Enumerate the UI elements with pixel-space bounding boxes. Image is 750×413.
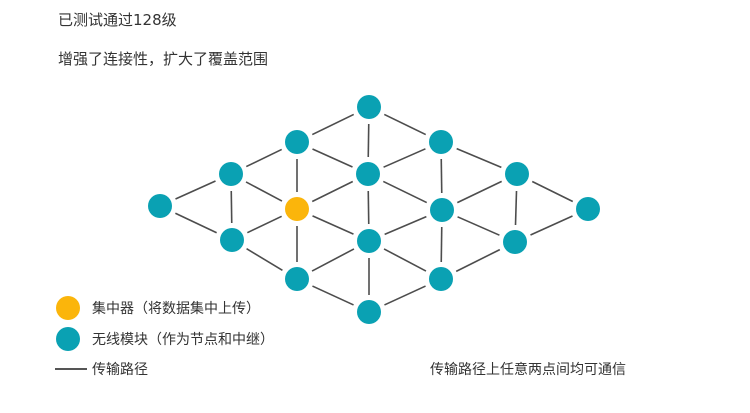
transmission-path-e1-f1 (456, 147, 502, 169)
module-node-a1 (148, 194, 172, 218)
transmission-path-c1-d2 (312, 148, 353, 168)
transmission-path-d3-e3 (383, 248, 427, 272)
network-nodes (148, 95, 600, 324)
module-node-f2 (503, 230, 527, 254)
transmission-path-d2-e2 (382, 180, 428, 204)
transmission-path-d2-e1 (383, 148, 426, 168)
module-node-d1 (357, 95, 381, 119)
module-node-d4 (357, 300, 381, 324)
transmission-path-b1-c2 (245, 181, 283, 202)
transmission-path-c1-d1 (311, 113, 355, 136)
header-line-1: 已测试通过128级 (58, 11, 177, 29)
transmission-path-c2-d2 (311, 180, 354, 203)
transmission-path-b2-c3 (246, 248, 283, 271)
transmission-path-a1-b1 (175, 180, 216, 200)
transmission-path-d4-e3 (384, 285, 426, 306)
module-node-g1 (576, 197, 600, 221)
transmission-path-a1-b2 (175, 212, 217, 234)
communication-note: 传输路径上任意两点间均可通信 (430, 362, 626, 378)
transmission-path-d3-e2 (384, 215, 427, 236)
module-node-f1 (505, 162, 529, 186)
concentrator-node-c2 (285, 197, 309, 221)
legend-module-label: 无线模块（作为节点和中继） (92, 332, 274, 348)
transmission-path-e2-f1 (456, 180, 503, 204)
transmission-path-e2-f2 (457, 216, 500, 236)
transmission-path-f1-f2 (514, 190, 518, 226)
transmission-path-f2-g1 (530, 215, 573, 236)
module-node-d3 (357, 229, 381, 253)
transmission-path-c2-d3 (312, 215, 354, 235)
legend-concentrator-dot (56, 296, 80, 320)
module-node-b1 (219, 162, 243, 186)
module-node-b2 (220, 228, 244, 252)
module-node-c3 (285, 267, 309, 291)
legend-path-line (55, 368, 87, 370)
transmission-path-b1-c1 (245, 148, 283, 168)
transmission-path-d1-e1 (383, 113, 427, 136)
module-node-e1 (429, 130, 453, 154)
transmission-path-e2-e3 (440, 226, 443, 263)
header-line-2: 增强了连接性，扩大了覆盖范围 (58, 50, 269, 68)
legend-path-label: 传输路径 (92, 362, 148, 378)
legend-concentrator-label: 集中器（将数据集中上传） (92, 301, 260, 317)
transmission-path-f1-g1 (531, 180, 574, 203)
transmission-path-c3-d4 (312, 285, 354, 306)
transmission-path-e1-e2 (440, 158, 443, 194)
transmission-path-e3-f2 (455, 248, 501, 273)
transmission-paths (175, 113, 574, 306)
module-node-d2 (356, 162, 380, 186)
module-node-e3 (429, 267, 453, 291)
transmission-path-b2-c2 (246, 215, 283, 234)
module-node-e2 (430, 198, 454, 222)
transmission-path-c3-d3 (311, 248, 355, 272)
module-node-c1 (285, 130, 309, 154)
legend-module-dot (56, 327, 80, 351)
